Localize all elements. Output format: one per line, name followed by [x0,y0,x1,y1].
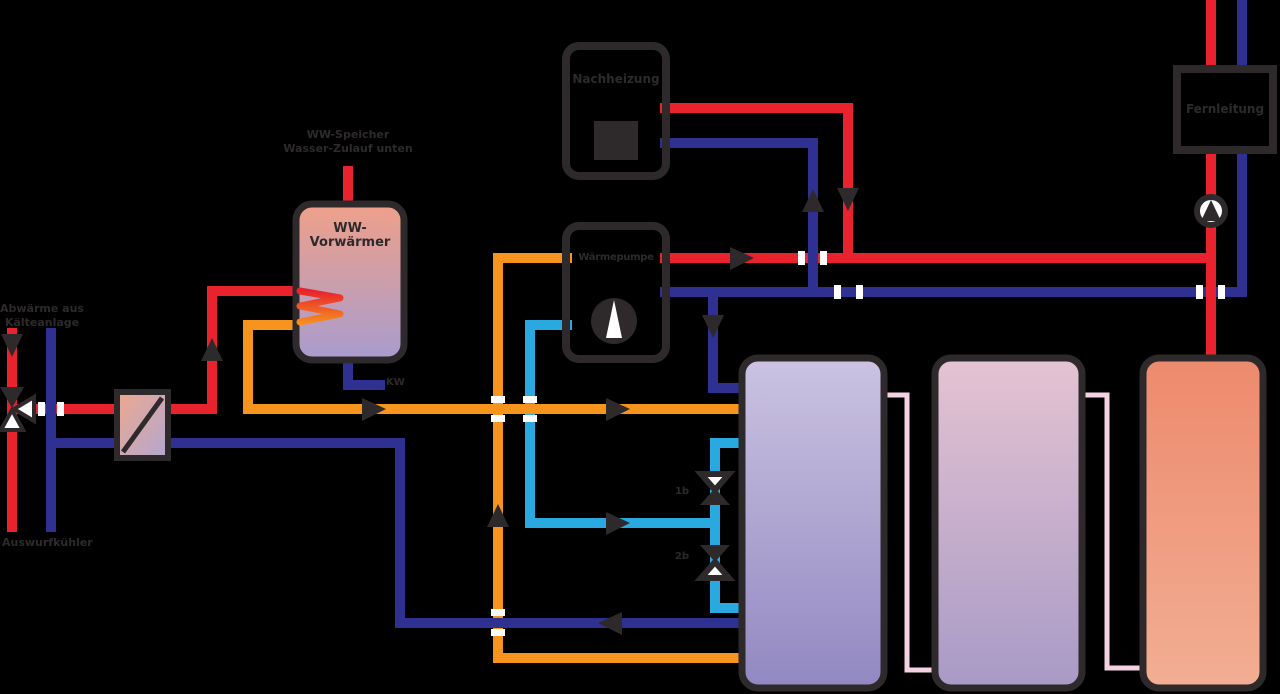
label-valve-1b: 1b [674,486,690,497]
crossing-break [57,402,64,416]
arrow-down-waste-heat [1,334,23,357]
label-abwaerme: Abwärme aus Kälteanlage [0,302,84,330]
crossing-break [1218,285,1225,299]
valve-1b [694,471,736,505]
label-valve-2b: 2b [674,551,690,562]
crossing-break [856,285,863,299]
crossing-break [491,415,505,422]
crossing-break [491,609,505,616]
arrow-right-warm-2 [606,398,630,421]
arrow-up-hot-riser [201,338,223,361]
pump-icon [1194,194,1228,228]
preheater-vessel [292,200,408,364]
pipe-coldwater-inlet [343,356,385,390]
label-kaltwasser: KW [386,377,405,388]
valve-2b [694,545,736,581]
arrow-down-reheater [837,188,859,211]
heating-coil [296,287,344,326]
label-abwaerme-line1: Abwärme aus [0,302,84,315]
crossing-break [491,629,505,636]
label-ww-vorwaermer: WW-Vorwärmer [309,221,391,250]
pipe-tank1-to-tank2 [880,392,940,673]
crossing-break [38,402,45,416]
label-waermepumpe: Wärmepumpe [578,252,654,263]
pipe-return-main [660,0,1247,393]
storage-tank-1 [738,354,888,692]
label-ww-speicher-line1: WW-Speicher [306,128,390,141]
arrow-right-hot-main [730,247,754,270]
label-auswurfkuehler: Auswurfkühler [2,536,93,549]
arrow-down-tank-return [702,315,724,338]
label-nachheizung: Nachheizung [572,72,660,86]
pipe-warm-source-riser [493,253,747,663]
pipe-tank2-to-tank3 [1078,392,1148,671]
pipe-preheater-to-tank [243,320,747,414]
arrow-up-source [487,504,509,527]
arrow-up-reheater [802,189,824,212]
district-line-box [1173,65,1277,154]
reheater-box [562,42,670,180]
label-ww-speicher: WW-Speicher Wasser-Zulauf unten [268,128,428,156]
crossing-break [1196,285,1203,299]
burner-icon [594,121,638,160]
pipe-reheater-return [660,138,818,295]
crossing-break [491,396,505,403]
heat-pump-box [562,222,670,363]
pipe-valve-line [710,438,747,613]
arrow-left-return [598,612,622,635]
arrow-right-warm-1 [362,398,386,421]
label-ww-speicher-line2: Wasser-Zulauf unten [283,142,413,155]
crossing-break [834,285,841,299]
arrow-right-cold [606,512,630,535]
three-way-valve [0,387,36,432]
compressor-needle [606,300,622,338]
storage-tank-3 [1139,354,1267,692]
label-fernleitung: Fernleitung [1185,102,1265,116]
crossing-break [820,251,827,265]
storage-tank-2 [931,354,1086,692]
pipe-hx-to-coil [166,286,298,414]
pipe-tank-return-to-hx [51,438,747,628]
pipe-waste-heat-supply [7,328,122,532]
pipe-reheater-supply [660,103,853,263]
crossing-break [523,415,537,422]
crossing-break [798,251,805,265]
crossing-break [523,396,537,403]
heat-exchanger [114,389,171,461]
label-abwaerme-line2: Kälteanlage [4,316,80,329]
